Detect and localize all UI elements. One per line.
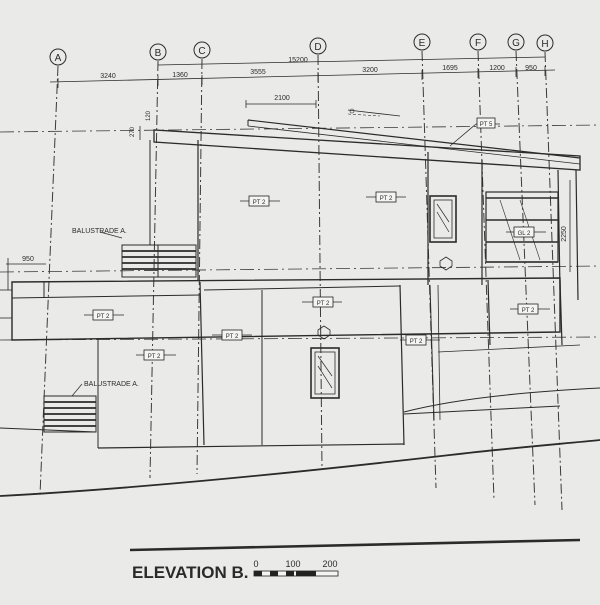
datum-line-middle bbox=[0, 265, 600, 273]
grid-bubble-c: C bbox=[193, 41, 211, 59]
grid-bubble-e: E bbox=[413, 33, 431, 51]
dim-950-label: 950 bbox=[22, 256, 34, 263]
tag-pt2-wall-e: PT 2 bbox=[400, 334, 440, 346]
overall-dimension-label: 15200 bbox=[288, 57, 308, 64]
tag-pt2-wall-b: PT 2 bbox=[136, 349, 176, 361]
bay-dim-ab: 3240 bbox=[100, 73, 116, 80]
grid-line-c bbox=[196, 58, 203, 475]
window-type-symbol-upper bbox=[439, 256, 453, 271]
dim-2250: 2250 bbox=[561, 180, 571, 272]
dim-950-left: 950 bbox=[6, 256, 46, 290]
title-block: ELEVATION B. bbox=[129, 538, 581, 582]
tag-pt2-slab-d: PT 2 bbox=[302, 296, 342, 308]
grid-label-d: D bbox=[314, 42, 321, 53]
grid-line-g bbox=[515, 50, 536, 506]
datum-line-upper bbox=[0, 124, 600, 133]
scale-tick-200: 200 bbox=[322, 559, 337, 569]
dim-270-label: 270 bbox=[130, 126, 136, 137]
grid-bubble-h: H bbox=[536, 34, 554, 52]
bay-dim-ef: 1695 bbox=[442, 65, 458, 72]
grid-label-e: E bbox=[419, 38, 426, 49]
balustrade-upper: BALUSTRADE A. bbox=[72, 228, 197, 278]
scale-tick-0: 0 bbox=[253, 559, 258, 569]
tag-pt2-wall-fg-label: PT 2 bbox=[522, 308, 535, 314]
tag-gl2-label: GL 2 bbox=[518, 231, 531, 237]
tag-pt2-upper-de-label: PT 2 bbox=[380, 196, 393, 202]
tag-pt2-slab-d-label: PT 2 bbox=[317, 301, 330, 307]
dim-2250-label: 2250 bbox=[561, 226, 568, 242]
balustrade-upper-label: BALUSTRADE A. bbox=[72, 228, 127, 235]
dim-2100-label: 2100 bbox=[274, 95, 290, 102]
tag-pt2-wall-c-label: PT 2 bbox=[226, 334, 239, 340]
grid-line-h bbox=[544, 51, 563, 511]
roof-fascia bbox=[153, 119, 581, 171]
window-upper-e bbox=[429, 195, 457, 243]
tag-pt5-label: PT 5 bbox=[480, 122, 493, 128]
bay-dim-bc: 1360 bbox=[172, 72, 188, 79]
bay-dim-fg: 1200 bbox=[489, 65, 505, 72]
balustrade-lower: BALUSTRADE A. bbox=[43, 381, 139, 433]
grid-line-b bbox=[149, 60, 159, 479]
bay-dim-de: 3200 bbox=[362, 67, 378, 74]
drawing-title: ELEVATION B. bbox=[132, 563, 249, 582]
overall-dimension: 15200 bbox=[157, 56, 546, 66]
balustrade-lower-label: BALUSTRADE A. bbox=[84, 381, 139, 388]
tag-pt2-upper-cd-label: PT 2 bbox=[253, 200, 266, 206]
grid-bubble-f: F bbox=[469, 33, 487, 51]
grid-label-h: H bbox=[541, 39, 548, 50]
bay-dim-gh: 950 bbox=[525, 65, 537, 72]
scale-bar: 0 100 200 bbox=[253, 559, 339, 577]
grid-label-g: G bbox=[512, 38, 520, 49]
tag-pt2-slab-left-label: PT 2 bbox=[97, 314, 110, 320]
grid-bubble-d: D bbox=[309, 37, 327, 55]
tag-pt2-wall-b-label: PT 2 bbox=[148, 354, 161, 360]
tag-pt2-wall-fg: PT 2 bbox=[510, 303, 550, 315]
grid-bubble-b: B bbox=[149, 43, 167, 61]
dim-2100: 2100 bbox=[245, 95, 317, 108]
tag-pt2-wall-c: PT 2 bbox=[212, 329, 252, 341]
title-underline bbox=[129, 538, 581, 552]
grid-label-b: B bbox=[155, 48, 162, 59]
upper-facade bbox=[149, 140, 579, 301]
bay-dimension-string: 3240 1360 3555 3200 1695 1200 950 bbox=[49, 65, 556, 88]
tag-gl2: GL 2 bbox=[506, 226, 546, 238]
window-type-symbol-lower bbox=[317, 325, 331, 340]
grid-label-c: C bbox=[198, 46, 205, 57]
ground-floor-walls bbox=[0, 279, 581, 449]
floor-slab bbox=[0, 277, 561, 341]
tag-pt2-wall-e-label: PT 2 bbox=[410, 339, 423, 345]
bay-dim-cd: 3555 bbox=[250, 69, 266, 76]
grid-label-a: A bbox=[55, 53, 62, 64]
grid-label-f: F bbox=[475, 38, 481, 49]
tag-pt5: PT 5 bbox=[449, 117, 500, 147]
tag-pt2-upper-de: PT 2 bbox=[366, 191, 406, 203]
ground-line bbox=[0, 387, 600, 497]
window-lower-d bbox=[310, 347, 340, 399]
level-mark bbox=[347, 108, 401, 117]
dim-120-label: 120 bbox=[146, 110, 152, 121]
tag-pt2-slab-left: PT 2 bbox=[84, 309, 124, 321]
grid-bubble-a: A bbox=[49, 48, 67, 66]
tag-pt2-upper-cd: PT 2 bbox=[240, 195, 280, 207]
scale-tick-100: 100 bbox=[285, 559, 300, 569]
datum-line-lower bbox=[0, 336, 600, 341]
grid-bubble-g: G bbox=[507, 33, 525, 51]
grid-line-d bbox=[317, 54, 323, 471]
glazing-panel-fg bbox=[485, 191, 559, 263]
